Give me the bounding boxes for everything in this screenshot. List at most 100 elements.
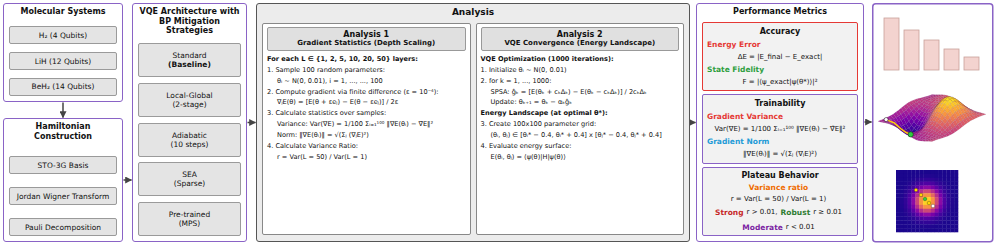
- heat-cell: [950, 209, 954, 213]
- heat-cell: [908, 197, 912, 201]
- heading-text: LiH (12 Qubits): [13, 57, 113, 66]
- heat-cell: [954, 217, 958, 221]
- bar: [904, 30, 919, 70]
- heat-cell: [908, 220, 912, 224]
- heat-cell: [919, 182, 923, 186]
- heat-cell: [954, 205, 958, 209]
- heat-cell: [946, 205, 950, 209]
- trajectory-dot: [923, 197, 927, 201]
- heat-cell: [923, 228, 927, 232]
- flow-arrow: [124, 179, 132, 181]
- heat-cell: [954, 209, 958, 213]
- heat-cell: [919, 201, 923, 205]
- heat-cell: [904, 217, 908, 221]
- heat-cell: [943, 213, 947, 217]
- heat-cell: [927, 193, 931, 197]
- energy-surface: [878, 94, 986, 141]
- body-text: Variance ratio: [749, 183, 808, 192]
- heat-cell: [904, 220, 908, 224]
- heat-cell: [950, 201, 954, 205]
- heat-cell: [923, 178, 927, 182]
- heat-cell: [927, 213, 931, 217]
- heat-cell: [935, 201, 939, 205]
- heat-cell: [912, 224, 916, 228]
- heat-cell: [927, 186, 931, 190]
- heat-cell: [931, 209, 935, 213]
- heat-cell: [943, 217, 947, 221]
- heat-cell: [946, 228, 950, 232]
- heat-cell: [900, 178, 904, 182]
- heat-cell: [931, 224, 935, 228]
- body-text: 3. Calculate statistics over samples:: [267, 110, 466, 118]
- item-box: Jordan Wigner Transform: [9, 187, 117, 205]
- body-text: Moderate: [742, 223, 783, 232]
- heat-cell: [939, 205, 943, 209]
- heat-cell: [931, 197, 935, 201]
- heading-text: Performance Metrics: [702, 7, 858, 17]
- heat-cell: [896, 193, 900, 197]
- heat-cell: [912, 182, 916, 186]
- heat-cell: [900, 174, 904, 178]
- heat-cell: [915, 213, 919, 217]
- heat-cell: [950, 189, 954, 193]
- illustration-panel: [873, 4, 993, 242]
- heat-cell: [954, 228, 958, 232]
- heat-cell: [912, 213, 916, 217]
- body-text: ∇ⱼE(θ) = [E(θ + εeⱼ) − E(θ − εeⱼ)] / 2ε: [267, 99, 466, 107]
- heat-cell: [935, 209, 939, 213]
- heat-cell: [904, 174, 908, 178]
- heat-cell: [935, 228, 939, 232]
- heat-cell: [946, 170, 950, 174]
- heat-cell: [900, 205, 904, 209]
- heat-cell: [935, 174, 939, 178]
- body-text: Gradient Variance: [707, 112, 853, 121]
- heading-text: Pre-trained: [142, 210, 237, 219]
- bar: [944, 49, 959, 70]
- heatmap: [896, 170, 958, 232]
- heat-cell: [923, 224, 927, 228]
- heat-cell: [939, 189, 943, 193]
- heat-cell: [900, 193, 904, 197]
- heat-cell: [919, 178, 923, 182]
- body-text: 4. Evaluate energy surface:: [481, 143, 680, 151]
- heat-cell: [904, 213, 908, 217]
- heat-cell: [923, 170, 927, 174]
- group-panel: Hamiltonian ConstructionSTO-3G BasisJord…: [3, 118, 123, 242]
- body-text: ΔE = |E_final − E_exact|: [707, 53, 853, 61]
- heat-cell: [908, 205, 912, 209]
- heat-cell: [923, 193, 927, 197]
- heat-cell: [896, 178, 900, 182]
- body-text: Gradient Norm: [707, 137, 853, 146]
- heat-cell: [896, 224, 900, 228]
- heat-cell: [912, 201, 916, 205]
- group-panel: VQE Architecture with BP Mitigation Stra…: [132, 3, 247, 242]
- heat-cell: [935, 220, 939, 224]
- heat-cell: [900, 201, 904, 205]
- heat-cell: [912, 228, 916, 232]
- heat-cell: [954, 220, 958, 224]
- heat-cell: [896, 205, 900, 209]
- heat-cell: [946, 178, 950, 182]
- trajectory-dot: [919, 193, 923, 197]
- heat-cell: [919, 205, 923, 209]
- heat-cell: [943, 189, 947, 193]
- heat-cell: [954, 189, 958, 193]
- body-text: Var(∇E) = 1/100 Σᵢ₌₁¹⁰⁰ ‖∇E(θᵢ) − ∇̄E‖²: [707, 125, 853, 133]
- flow-arrow: [248, 122, 256, 124]
- heat-cell: [943, 182, 947, 186]
- heat-cell: [954, 182, 958, 186]
- heat-cell: [939, 228, 943, 232]
- body-text: State Fidelity: [707, 65, 853, 74]
- heat-cell: [954, 174, 958, 178]
- heat-cell: [939, 186, 943, 190]
- heat-cell: [927, 174, 931, 178]
- heat-cell: [950, 186, 954, 190]
- heat-cell: [946, 213, 950, 217]
- heat-cell: [896, 189, 900, 193]
- body-text: VQE Convergence (Energy Landscape): [484, 39, 677, 47]
- heading-band: Analysis 1Gradient Statistics (Depth Sca…: [267, 27, 466, 51]
- heat-cell: [915, 205, 919, 209]
- heat-cell: [935, 189, 939, 193]
- heat-cell: [919, 213, 923, 217]
- body-text: Energy Error: [707, 40, 853, 49]
